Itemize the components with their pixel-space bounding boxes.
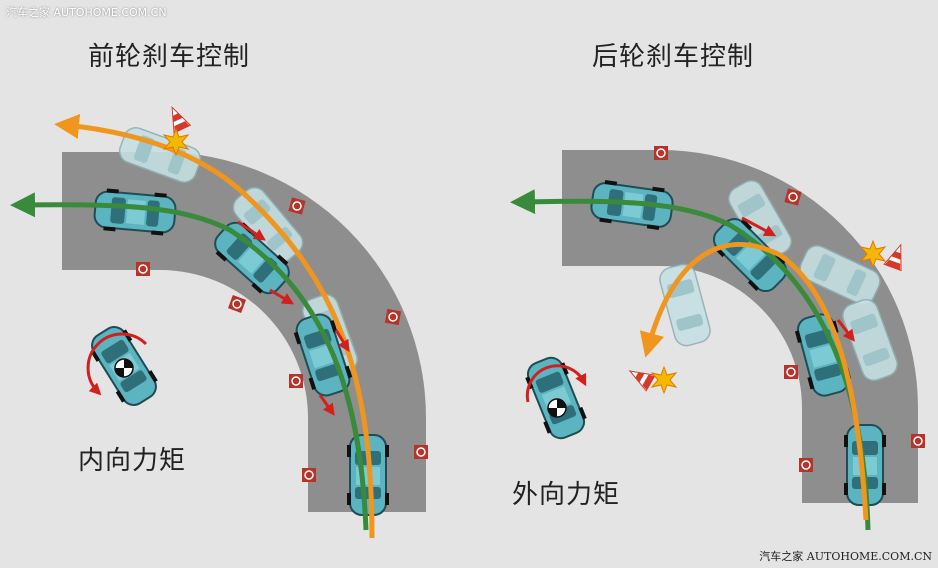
right-moment-rotation-arrow [525, 364, 587, 403]
left-road [62, 152, 426, 512]
right-road-sign-4 [910, 433, 926, 449]
right-collision-burst-2 [651, 366, 677, 394]
right-moment-label: 外向力矩 [512, 480, 621, 510]
left-title: 前轮刹车控制 [88, 42, 251, 72]
right-title: 后轮刹车控制 [592, 42, 755, 72]
right-moment-center-icon [547, 398, 567, 418]
left-road-sign-3 [227, 294, 247, 314]
left-moment-center-icon [114, 358, 134, 378]
right-road-sign-1 [653, 145, 669, 161]
left-panel [10, 103, 429, 539]
right-road-sign-5 [798, 457, 814, 473]
left-moment-label: 内向力矩 [78, 446, 187, 476]
right-cone-1 [883, 241, 910, 271]
right-road-sign-3 [783, 364, 799, 380]
right-orange-path [639, 242, 869, 521]
left-green-path [10, 192, 369, 531]
right-road [562, 150, 918, 503]
right-brake-arrow-1 [741, 216, 777, 237]
left-orange-path [54, 113, 375, 539]
watermark-bottom: 汽车之家 AUTOHOME.COM.CN [759, 550, 932, 563]
left-brake-arrow-1 [237, 220, 266, 241]
left-moment-rotation-arrow [86, 332, 148, 396]
left-brake-arrow-2 [269, 288, 295, 305]
left-road-sign-7 [301, 467, 317, 483]
left-brake-arrow-3 [334, 329, 350, 353]
left-brake-arrow-4 [318, 394, 335, 416]
left-cone [163, 103, 191, 134]
right-cone-2 [624, 362, 656, 392]
left-road-sign-6 [413, 444, 429, 460]
left-road-sign-5 [288, 373, 304, 389]
right-panel [510, 145, 926, 531]
watermark-top: 汽车之家 AUTOHOME.COM.CN [6, 6, 167, 19]
left-road-sign-4 [384, 308, 402, 326]
right-brake-arrow-2 [836, 319, 855, 342]
left-road-sign-2 [135, 261, 151, 277]
